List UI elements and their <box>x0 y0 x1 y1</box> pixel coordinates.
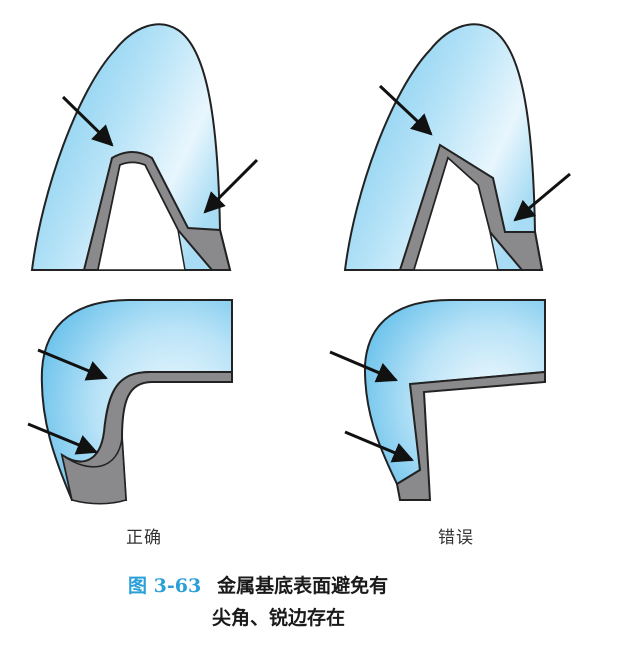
correct-label: 正确 <box>126 528 162 548</box>
die-space <box>412 156 499 271</box>
caption-line2: 尖角、锐边存在 <box>212 607 346 629</box>
wrong-label: 错误 <box>438 528 474 548</box>
panel-bottom-right-wrong <box>329 299 546 501</box>
caption-line1: 金属基底表面避免有 <box>217 575 389 597</box>
die-space <box>97 161 186 271</box>
figure-number: 图 3-63 <box>128 575 202 597</box>
arrow-icon <box>513 172 571 222</box>
panel-top-right-wrong <box>343 23 571 271</box>
arrow-icon <box>37 348 108 381</box>
arrow-icon <box>203 158 259 214</box>
arrow-icon <box>27 422 98 455</box>
metal-coping <box>395 370 546 501</box>
arrow-icon <box>344 430 414 463</box>
porcelain-layer <box>363 299 546 486</box>
arrow-icon <box>329 350 398 383</box>
figure-caption: 图 3-63 金属基底表面避免有 <box>128 571 388 598</box>
metal-base <box>60 437 127 505</box>
panel-bottom-left-correct <box>27 299 233 505</box>
porcelain-layer <box>30 23 232 271</box>
arrow-icon <box>378 84 433 136</box>
arrow-icon <box>61 95 114 147</box>
panel-top-left-correct <box>30 23 259 271</box>
